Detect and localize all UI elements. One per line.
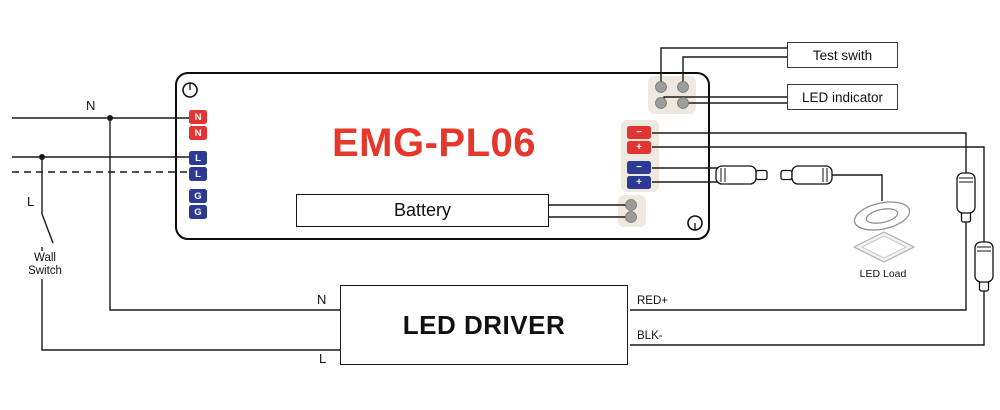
led-indicator-box: LED indicator — [787, 84, 898, 110]
plug-body-female — [791, 165, 833, 185]
wall-switch-label: Wall Switch — [16, 251, 74, 280]
driver-input-n-label: N — [317, 292, 327, 307]
terminal-g1: G — [189, 189, 207, 203]
test-switch-box: Test swith — [787, 42, 898, 68]
wire-switch-to-driver — [41, 247, 340, 351]
plug-body-male — [715, 165, 757, 185]
led-driver-box: LED DRIVER — [340, 285, 628, 365]
terminal-n2: N — [189, 126, 207, 140]
terminal-l2: L — [189, 167, 207, 181]
output-terminal-blue-minus: − — [627, 161, 651, 174]
led-driver-label: LED DRIVER — [402, 309, 566, 340]
terminal-n1: N — [189, 110, 207, 124]
output-terminal-blue-plus: + — [627, 176, 651, 189]
terminal-g2: G — [189, 205, 207, 219]
junction-dots — [39, 115, 113, 160]
downlight-outer-ring — [853, 201, 911, 231]
output-terminal-red-minus: − — [627, 126, 651, 139]
mains-neutral-label: N — [86, 98, 96, 113]
led-load-label: LED Load — [859, 268, 907, 280]
driver-input-l-label: L — [319, 351, 327, 366]
mains-live-label: L — [27, 194, 35, 209]
connector-vertical-top — [956, 172, 976, 223]
test-switch-label: Test swith — [812, 47, 873, 63]
wire-to-led-load — [832, 174, 883, 201]
wall-switch-label-line2: Switch — [28, 265, 62, 278]
model-name: EMG-PL06 — [331, 121, 537, 165]
downlight-inner-ring — [865, 208, 899, 224]
driver-output-red-label: RED+ — [637, 295, 668, 307]
battery-box: Battery — [296, 194, 549, 227]
connector-pair-horizontal — [715, 165, 833, 185]
panel-light-outer — [852, 231, 916, 263]
led-indicator-label: LED indicator — [801, 89, 884, 105]
battery-label: Battery — [393, 200, 452, 220]
wall-switch-label-line1: Wall — [34, 252, 56, 264]
plug-tip-male — [755, 169, 768, 181]
terminal-l1: L — [189, 151, 207, 165]
output-terminal-red-plus: + — [627, 141, 651, 154]
plug-tip-female — [780, 169, 793, 181]
panel-light-inner — [860, 235, 908, 259]
wall-switch-lever — [41, 213, 54, 244]
driver-output-blk-label: BLK- — [637, 330, 663, 342]
led-load-icon — [852, 201, 916, 263]
connector-vertical-bottom — [974, 241, 994, 292]
